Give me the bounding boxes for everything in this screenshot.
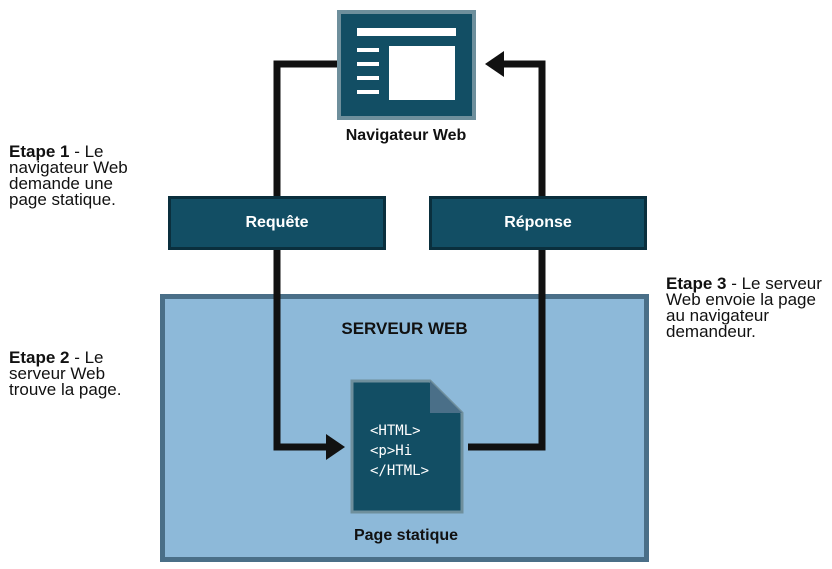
- step-1-label: Etape 1: [9, 142, 70, 161]
- code-line: </HTML>: [370, 463, 430, 479]
- step-2-caption: Etape 2 - Le serveur Web trouve la page.: [9, 348, 149, 399]
- step-3-label: Etape 3: [666, 274, 727, 293]
- server-title: SERVEUR WEB: [341, 319, 468, 338]
- document-icon: [350, 379, 464, 514]
- step-2-text: - Le serveur Web trouve la page.: [9, 348, 122, 399]
- response-arrowhead: [485, 51, 504, 77]
- request-arrowhead: [326, 434, 345, 460]
- page-code: <HTML> <p>Hi </HTML>: [370, 421, 429, 481]
- response-box: Réponse: [429, 196, 647, 250]
- step-3-text: - Le serveur Web envoie la page au navig…: [666, 274, 822, 341]
- page-caption: Page statique: [353, 527, 459, 544]
- step-1-caption: Etape 1 - Le navigateur Web demande une …: [9, 142, 154, 209]
- step-1-text: - Le navigateur Web demande une page sta…: [9, 142, 128, 209]
- browser-caption: Navigateur Web: [345, 127, 467, 144]
- browser-window-icon: [337, 10, 476, 120]
- step-2-label: Etape 2: [9, 348, 70, 367]
- code-line: <HTML>: [370, 423, 421, 439]
- code-line: <p>Hi: [370, 443, 413, 459]
- step-3-caption: Etape 3 - Le serveur Web envoie la page …: [666, 274, 830, 341]
- request-box: Requête: [168, 196, 386, 250]
- request-arrow-line: [273, 60, 337, 451]
- response-arrow-line: [468, 60, 546, 451]
